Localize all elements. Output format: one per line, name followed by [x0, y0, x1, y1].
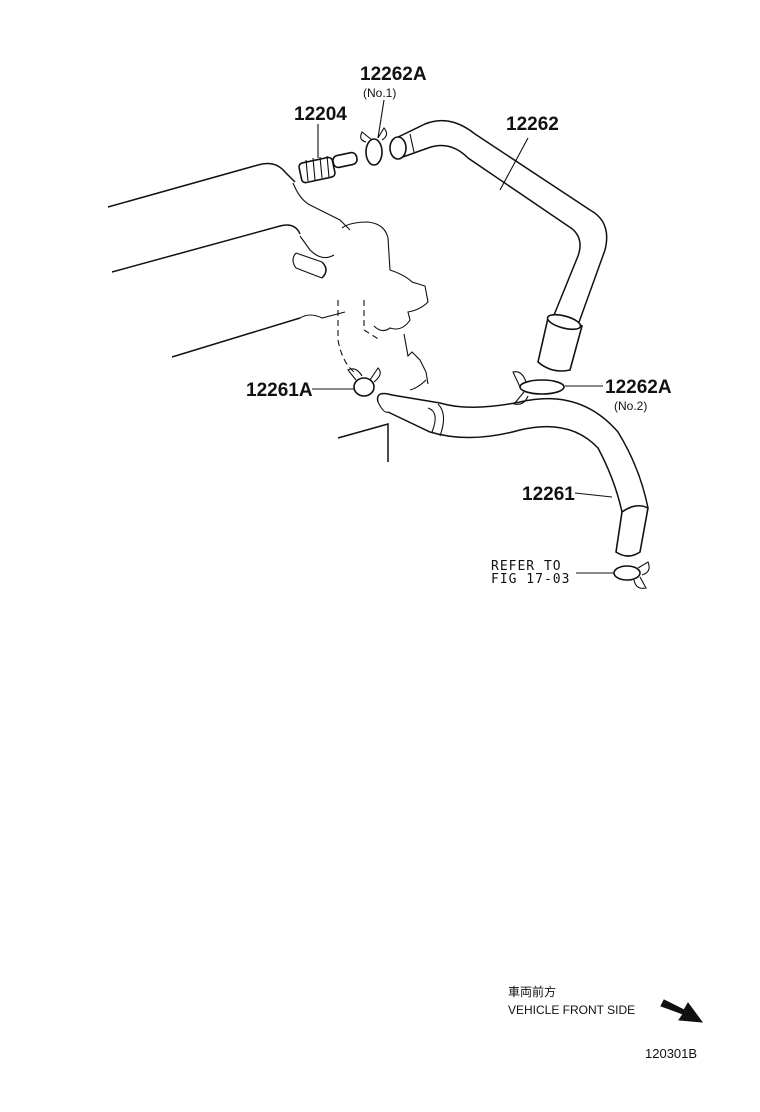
label-12261A: 12261A [246, 380, 313, 401]
label-12262A-no1: 12262A [360, 64, 427, 85]
arrow-down-right-icon [660, 999, 704, 1023]
hose-12262 [389, 119, 608, 372]
leader-lines [312, 99, 614, 574]
label-12204: 12204 [294, 104, 347, 125]
clamp-no2-12262A [512, 371, 565, 405]
hose-12261 [376, 392, 649, 557]
clamp-12261A [347, 367, 381, 397]
label-12262A-no2: 12262A [605, 377, 672, 398]
engine-cover-outline [107, 162, 429, 462]
reference-line1: REFER TO [491, 559, 562, 574]
label-12262: 12262 [506, 114, 559, 135]
label-12261: 12261 [522, 484, 575, 505]
vehicle-front-label-en: VEHICLE FRONT SIDE [508, 1003, 635, 1017]
note-no2: (No.2) [614, 399, 647, 413]
reference-line2: FIG 17-03 [491, 572, 570, 587]
clamp-ref-fig [613, 561, 650, 589]
vehicle-front-label-jp: 車両前方 [508, 984, 556, 999]
note-no1: (No.1) [363, 86, 396, 100]
pcv-valve-12204 [298, 151, 358, 184]
clamp-no1-12262A [360, 127, 388, 166]
diagram-code: 120301B [645, 1046, 697, 1061]
